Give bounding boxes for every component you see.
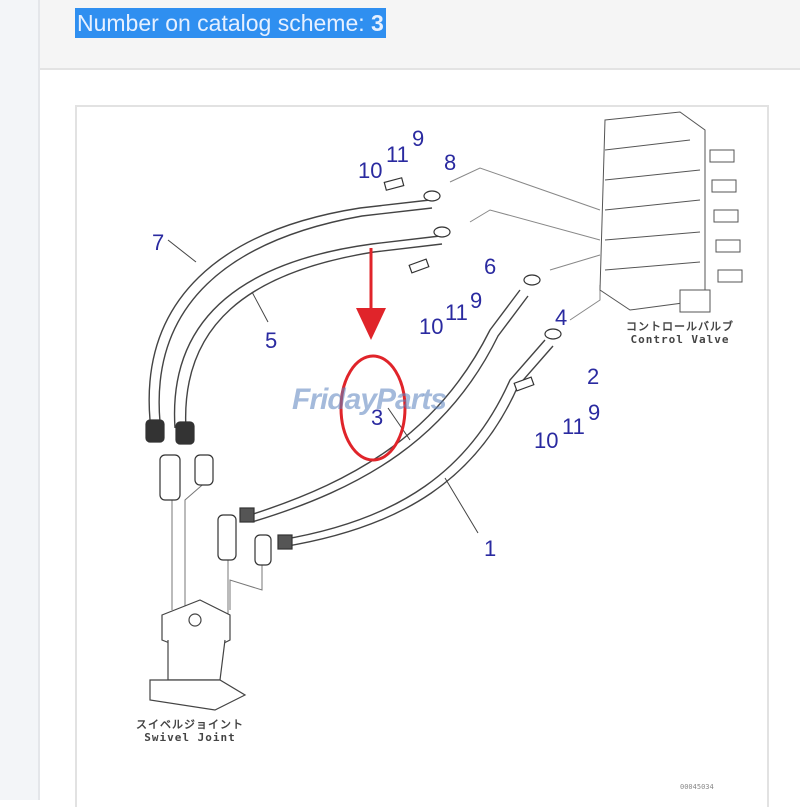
callout-2: 2 — [587, 364, 600, 389]
swivel-joint-caption-jp: スイベルジョイント — [136, 718, 244, 731]
callout-11: 11 — [445, 300, 468, 325]
drawing-number: 00045034 — [680, 783, 714, 791]
highlight-annotation — [339, 248, 407, 462]
callout-11: 11 — [562, 414, 585, 439]
swivel-joint-caption-en: Swivel Joint — [144, 731, 236, 744]
callout-10: 10 — [358, 158, 383, 183]
callout-9: 9 — [588, 400, 601, 425]
swivel-joint-caption: スイベルジョイント Swivel Joint — [130, 718, 250, 744]
watermark-logo: FridayParts — [292, 383, 447, 416]
control-valve-caption-jp: コントロールバルブ — [626, 320, 734, 333]
callout-3-highlighted: 3 — [371, 405, 384, 430]
callout-7: 7 — [152, 230, 165, 255]
callout-4: 4 — [555, 305, 568, 330]
control-valve-caption-en: Control Valve — [630, 333, 730, 346]
swivel-joint-drawing — [149, 599, 247, 711]
left-sidebar-band — [0, 0, 40, 800]
catalog-scheme-label: Number on catalog scheme: — [77, 10, 365, 36]
callout-11: 11 — [386, 142, 409, 167]
callout-6: 6 — [484, 254, 497, 279]
callout-1: 1 — [484, 536, 497, 561]
callout-8: 8 — [444, 150, 457, 175]
callout-9: 9 — [470, 288, 483, 313]
callout-5: 5 — [265, 328, 278, 353]
callout-9: 9 — [412, 126, 425, 151]
callout-10: 10 — [534, 428, 559, 453]
control-valve-caption: コントロールバルブ Control Valve — [610, 320, 750, 346]
catalog-scheme-value: 3 — [371, 10, 384, 36]
control-valve-drawing — [599, 111, 743, 313]
catalog-scheme-number[interactable]: Number on catalog scheme: 3 — [75, 8, 386, 38]
callout-10: 10 — [419, 314, 444, 339]
